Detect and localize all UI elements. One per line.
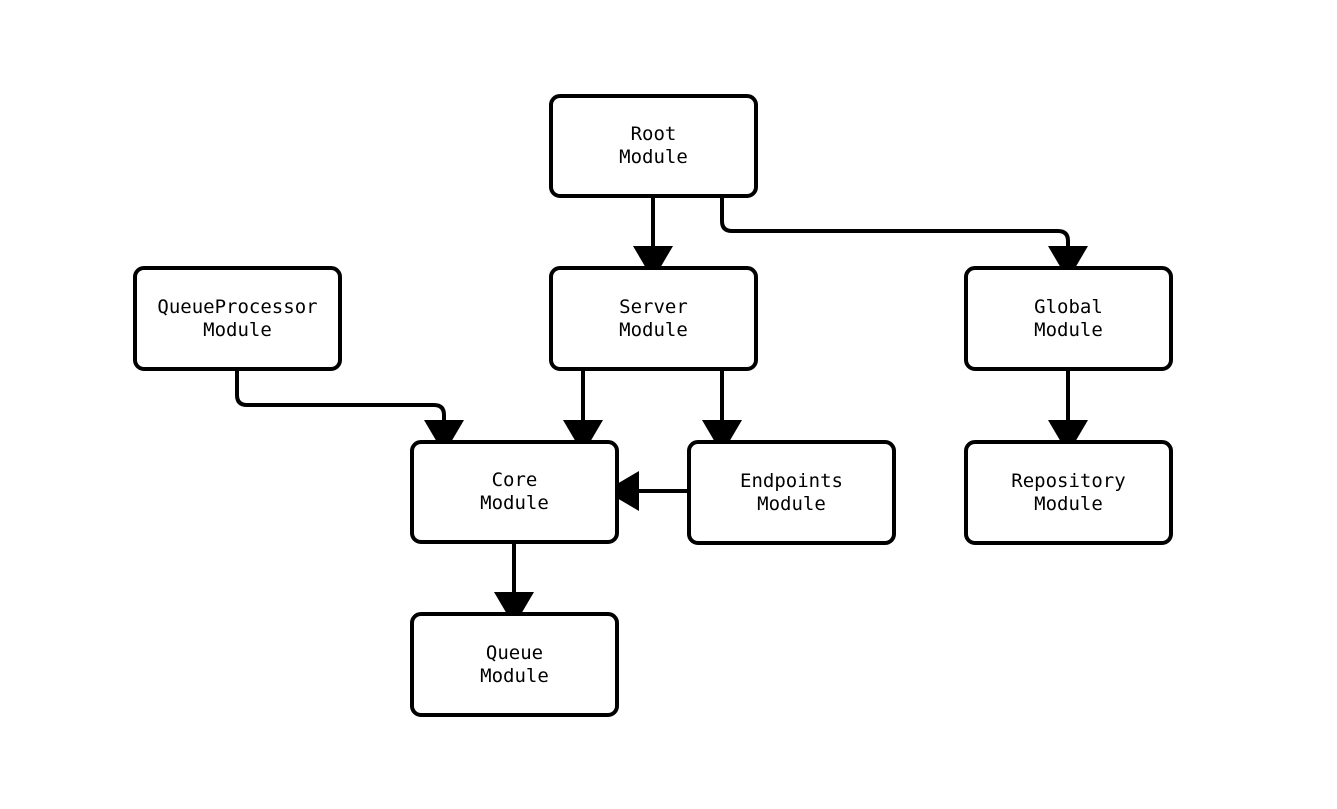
node-repository-module[interactable]: Repository Module [964,440,1173,545]
node-queue-module[interactable]: Queue Module [410,612,619,717]
node-core-module-line1: Core [491,469,538,491]
node-core-module[interactable]: Core Module [410,440,619,544]
node-queueprocessor-module-line2: Module [203,318,272,341]
edge-root-global [720,198,1088,280]
node-core-module-line2: Module [480,492,549,514]
node-root-module-line2: Module [619,146,688,168]
node-queue-module-line2: Module [480,664,549,687]
node-endpoints-module-line1: Endpoints [740,469,843,492]
node-server-module[interactable]: Server Module [549,266,758,371]
node-queueprocessor-module[interactable]: QueueProcessor Module [133,266,342,371]
edge-queueprocessor-core [235,371,464,454]
node-queue-module-line1: Queue [485,641,544,664]
node-global-module-line2: Module [1034,318,1103,341]
node-repository-module-line2: Module [1034,492,1103,515]
node-repository-module-line1: Repository [1011,469,1126,492]
node-server-module-line2: Module [619,318,688,341]
node-queueprocessor-module-line1: QueueProcessor [157,295,318,318]
node-root-module-line1: Root [630,123,677,145]
node-global-module-line1: Global [1034,295,1103,318]
node-global-module[interactable]: Global Module [964,266,1173,371]
edges-group [235,198,1088,626]
node-server-module-line1: Server [619,295,688,318]
node-root-module[interactable]: Root Module [549,94,758,198]
node-endpoints-module[interactable]: Endpoints Module [687,440,896,545]
node-endpoints-module-line2: Module [757,492,826,515]
